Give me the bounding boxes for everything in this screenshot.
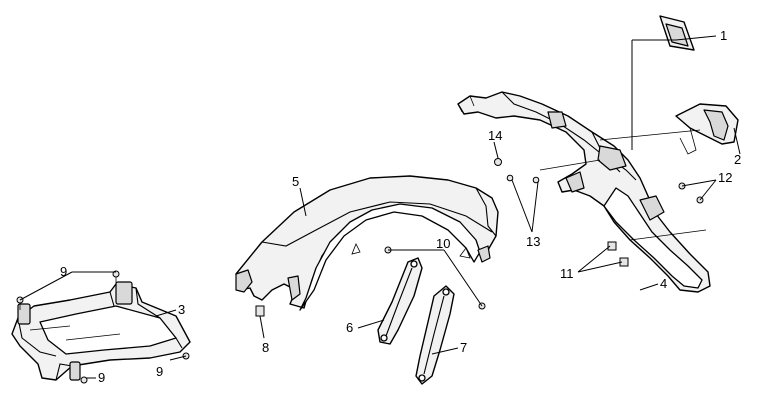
callout-9-bottom: 9 bbox=[98, 370, 105, 385]
callout-7: 7 bbox=[460, 340, 467, 355]
callout-12: 12 bbox=[718, 170, 732, 185]
callout-5: 5 bbox=[292, 174, 299, 189]
callout-1: 1 bbox=[720, 28, 727, 43]
alignment-lines bbox=[539, 129, 707, 241]
callout-11: 11 bbox=[560, 266, 574, 281]
part-7-fender-stay bbox=[415, 285, 455, 385]
callout-6: 6 bbox=[346, 320, 353, 335]
part-9-bolts bbox=[16, 270, 190, 384]
callout-labels: 1 2 3 4 5 6 7 8 9 9 9 10 11 12 13 14 bbox=[60, 28, 741, 385]
callout-2: 2 bbox=[734, 152, 741, 167]
part-3-inner-splash-tray bbox=[11, 281, 191, 381]
leader-lines bbox=[19, 35, 741, 379]
part-5-front-fender bbox=[235, 175, 499, 311]
callout-8: 8 bbox=[262, 340, 269, 355]
callout-9-right: 9 bbox=[156, 364, 163, 379]
part-1-reflector-plate bbox=[659, 15, 695, 51]
part-8-nut bbox=[255, 305, 265, 317]
part-2-tail-cover bbox=[675, 103, 739, 155]
callout-9-top: 9 bbox=[60, 264, 67, 279]
part-13-screws bbox=[506, 174, 540, 184]
callout-3: 3 bbox=[178, 302, 185, 317]
part-4-rear-fender bbox=[457, 91, 711, 293]
part-6-fender-stay bbox=[377, 257, 423, 345]
callout-14: 14 bbox=[488, 128, 502, 143]
callout-10: 10 bbox=[436, 236, 450, 251]
callout-13: 13 bbox=[526, 234, 540, 249]
callout-4: 4 bbox=[660, 276, 667, 291]
part-14-nut bbox=[494, 158, 502, 166]
